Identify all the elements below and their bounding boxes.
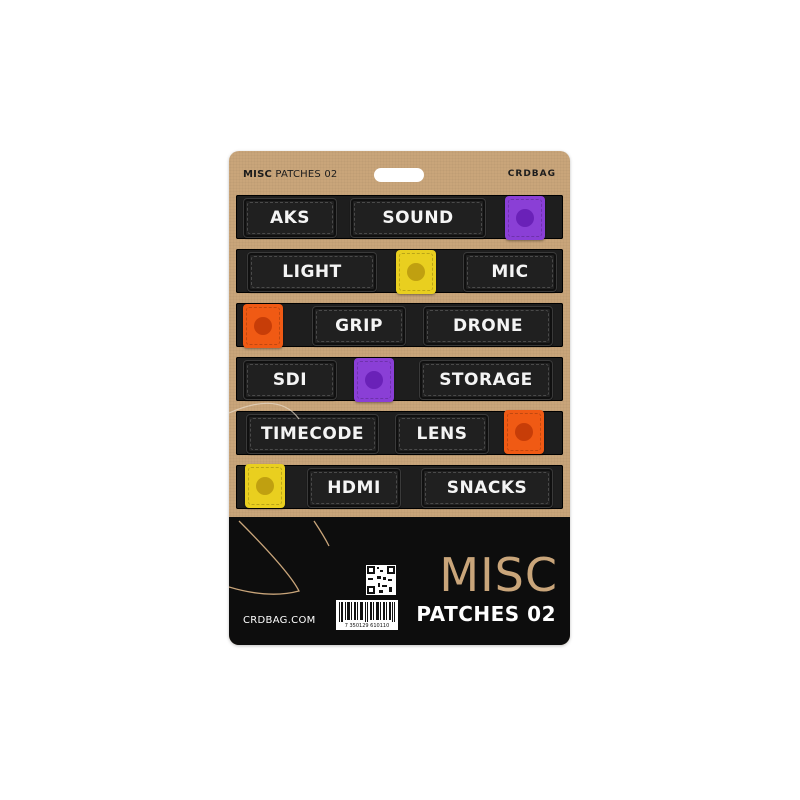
patch-light: LIGHT (247, 252, 377, 292)
decorative-arc-lines (229, 402, 330, 595)
logo-patch-purple (505, 196, 545, 240)
patch-mic: MIC (463, 252, 557, 292)
website-url: CRDBAG.COM (243, 615, 316, 626)
patch-timecode: TIMECODE (246, 414, 379, 454)
qr-code (366, 565, 396, 595)
footer-title: MISC (439, 548, 558, 602)
card-footer-band (229, 517, 570, 645)
logo-patch-orange (504, 410, 544, 454)
barcode: 7 350129 610110 (336, 600, 398, 630)
patch-aks: AKS (243, 198, 337, 238)
patch-storage: STORAGE (419, 360, 553, 400)
header-title-rest: PATCHES 02 (275, 169, 338, 180)
logo-patch-purple (354, 358, 394, 402)
patch-sound: SOUND (350, 198, 486, 238)
barcode-number: 7 350129 610110 (344, 623, 390, 629)
footer-subtitle: PATCHES 02 (416, 602, 556, 626)
patch-drone: DRONE (423, 306, 553, 346)
product-card: MISC PATCHES 02 CRDBAG AKS SOUND LIGHT M… (229, 151, 570, 645)
patch-snacks: SNACKS (421, 468, 553, 508)
patch-hdmi: HDMI (307, 468, 401, 508)
logo-patch-yellow (396, 250, 436, 294)
logo-patch-yellow (245, 464, 285, 508)
logo-patch-orange (243, 304, 283, 348)
brand-logo: CRDBAG (507, 169, 556, 179)
hang-hole (374, 168, 424, 182)
header-title-bold: MISC (243, 169, 273, 180)
patch-lens: LENS (395, 414, 489, 454)
patch-sdi: SDI (243, 360, 337, 400)
patch-grip: GRIP (312, 306, 406, 346)
card-header-title: MISC PATCHES 02 (243, 169, 337, 180)
